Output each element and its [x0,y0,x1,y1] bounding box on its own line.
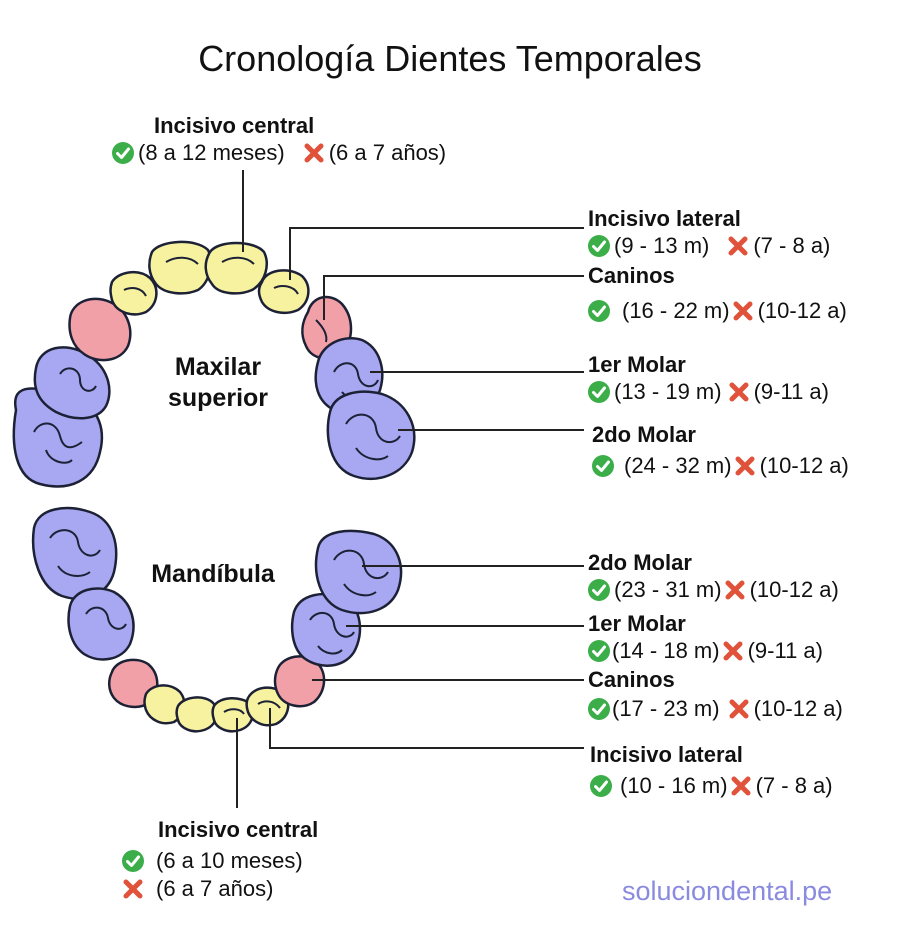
upper-right-second-molar [326,390,416,480]
x-mark-icon [732,300,754,322]
check-circle-icon [588,235,610,257]
eruption-range: (10 - 16 m) [620,773,728,798]
upper-jaw-caption-line2: superior [167,384,269,412]
upper-left-central-incisor [148,240,212,295]
check-circle-icon [588,698,610,720]
eruption-range: (16 - 22 m) [622,298,730,323]
check-circle-icon [592,455,614,477]
upper-right-central-incisor [204,241,268,295]
exfoliation-range: (10-12 a) [759,453,849,478]
check-circle-icon [588,640,610,662]
upper-left-lateral-incisor [109,270,158,316]
upper-left-first-molar [33,346,111,420]
label-lower-lateral-incisor: Incisivo lateral (10 - 16 m) (7 - 8 a) [590,742,833,800]
lower-right-second-molar [314,529,403,615]
label-lower-second-molar: 2do Molar (23 - 31 m) (10-12 a) [588,550,839,604]
exfoliation-range: (10-12 a) [757,298,847,323]
website-link[interactable]: soluciondental.pe [622,876,833,906]
label-lower-central-incisor: Incisivo central (6 a 10 meses) (6 a 7 a… [122,817,318,903]
tooth-name: 2do Molar [588,550,692,575]
eruption-range: (17 - 23 m) [612,696,720,721]
upper-left-canine [68,297,132,362]
upper-jaw-caption: Maxilar superior [138,352,298,414]
label-lower-first-molar: 1er Molar (14 - 18 m) (9-11 a) [588,611,823,665]
lower-left-first-molar [67,587,135,661]
check-circle-icon [588,579,610,601]
exfoliation-range: (6 a 7 años) [328,140,447,165]
tooth-name: Incisivo central [154,113,315,138]
upper-right-lateral-incisor [257,269,310,314]
leader-upper-lateral-incisor [289,227,584,280]
tooth-name: Incisivo lateral [590,742,743,767]
check-circle-icon [588,300,610,322]
eruption-range: (8 a 12 meses) [138,140,285,165]
lower-left-lateral-incisor [143,684,186,725]
eruption-range: (9 - 13 m) [614,233,710,258]
tooth-name: Incisivo lateral [588,206,741,231]
x-mark-icon [303,142,325,164]
tooth-name: 1er Molar [588,352,686,377]
leader-lines [236,170,584,808]
eruption-range: (23 - 31 m) [614,577,722,602]
eruption-range: (13 - 19 m) [614,379,722,404]
label-upper-canine: Caninos (16 - 22 m) (10-12 a) [588,263,847,325]
label-upper-central-incisor: Incisivo central (8 a 12 meses) (6 a 7 a… [112,113,446,167]
tooth-name: 1er Molar [588,611,686,636]
upper-jaw-caption-line1: Maxilar [174,353,262,381]
tooth-name: 2do Molar [592,422,696,447]
exfoliation-range: (9-11 a) [747,638,823,663]
x-mark-icon [730,775,752,797]
x-mark-icon [727,235,749,257]
exfoliation-range: (6 a 7 años) [156,876,274,901]
tooth-name: Caninos [588,263,675,288]
exfoliation-range: (9-11 a) [753,379,829,404]
check-circle-icon [588,381,610,403]
x-mark-icon [734,455,756,477]
leader-lower-lateral-incisor [269,708,584,749]
lower-right-central-incisor [211,697,254,733]
tooth-name: Caninos [588,667,675,692]
exfoliation-range: (10-12 a) [753,696,843,721]
exfoliation-range: (10-12 a) [749,577,839,602]
tooth-name: Incisivo central [158,817,319,842]
lower-jaw-caption: Mandíbula [151,560,275,588]
lower-arch [31,506,403,733]
eruption-range: (24 - 32 m) [624,453,732,478]
eruption-range: (14 - 18 m) [612,638,720,663]
x-mark-icon [724,579,746,601]
label-lower-canine: Caninos (17 - 23 m) (10-12 a) [588,667,843,723]
label-upper-second-molar: 2do Molar (24 - 32 m) (10-12 a) [592,422,849,480]
check-circle-icon [112,142,134,164]
lower-right-lateral-incisor [245,686,290,727]
check-circle-icon [122,850,144,872]
check-circle-icon [590,775,612,797]
x-mark-icon [728,381,750,403]
lower-left-second-molar [31,506,118,600]
diagram-title: Cronología Dientes Temporales [198,38,702,79]
exfoliation-range: (7 - 8 a) [755,773,833,798]
x-mark-icon [122,878,144,900]
lower-left-central-incisor [175,696,218,733]
x-mark-icon [722,640,744,662]
label-upper-lateral-incisor: Incisivo lateral (9 - 13 m) (7 - 8 a) [588,206,830,260]
leader-upper-canine [323,275,584,320]
label-upper-first-molar: 1er Molar (13 - 19 m) (9-11 a) [588,352,829,406]
eruption-range: (6 a 10 meses) [156,848,303,873]
x-mark-icon [728,698,750,720]
exfoliation-range: (7 - 8 a) [753,233,831,258]
upper-arch [12,240,416,488]
